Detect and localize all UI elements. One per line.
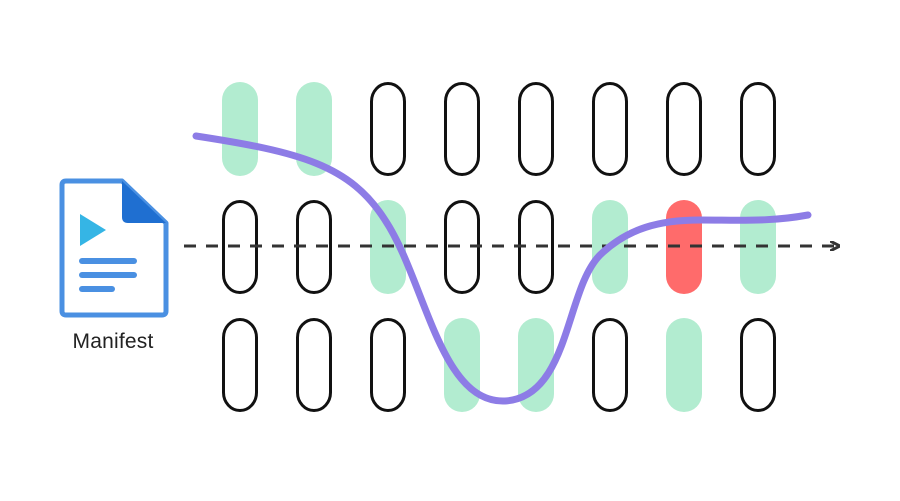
bitrate-switching-path [192, 132, 812, 405]
manifest-document-icon [59, 178, 169, 318]
text-line-icon [79, 286, 115, 292]
text-line-icon [79, 272, 137, 278]
segment-empty-r1-c8 [740, 82, 776, 176]
segment-empty-r1-c5 [518, 82, 554, 176]
segment-empty-r1-c4 [444, 82, 480, 176]
segment-empty-r3-c2 [296, 318, 332, 412]
segment-empty-r3-c8 [740, 318, 776, 412]
segment-selected-r3-c7 [666, 318, 702, 412]
segment-selected-r3-c5 [518, 318, 554, 412]
segment-empty-r3-c6 [592, 318, 628, 412]
manifest-label: Manifest [72, 330, 154, 353]
segment-empty-r1-c6 [592, 82, 628, 176]
text-line-icon [79, 258, 137, 264]
segment-selected-r1-c1 [222, 82, 258, 176]
segment-empty-r3-c3 [370, 318, 406, 412]
segment-selected-r1-c2 [296, 82, 332, 176]
segment-empty-r1-c7 [666, 82, 702, 176]
segment-empty-r1-c3 [370, 82, 406, 176]
document-fold-icon [122, 181, 166, 223]
segment-grid [222, 82, 776, 412]
segment-empty-r3-c1 [222, 318, 258, 412]
play-icon [80, 214, 106, 246]
